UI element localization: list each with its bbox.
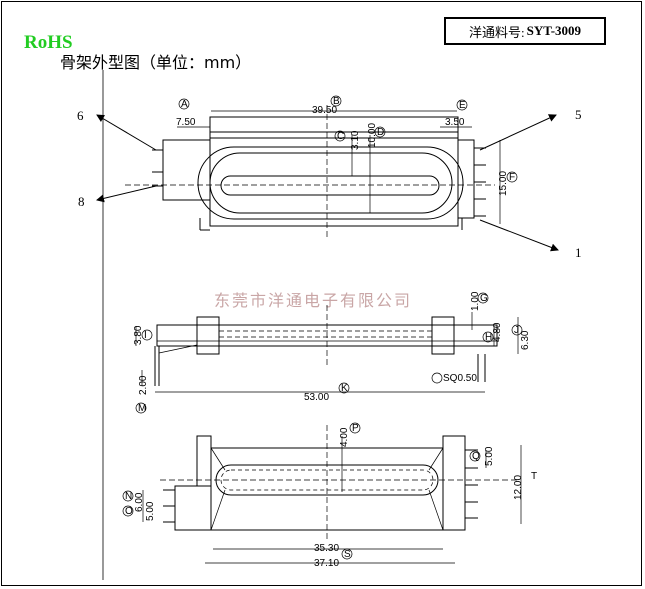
dim-total-height: 6.30 <box>520 330 531 350</box>
side-left-flange <box>196 316 220 355</box>
marker-ring <box>141 329 153 341</box>
top-left-flange <box>162 139 211 201</box>
marker-ring <box>374 126 386 138</box>
marker-f: F <box>509 172 515 183</box>
marker-ring <box>349 422 361 434</box>
top-view <box>96 95 559 252</box>
marker-a: A <box>181 99 188 110</box>
marker-ring <box>506 171 518 183</box>
company-watermark: 东莞市洋通电子有限公司 <box>214 291 413 310</box>
dim-bottom-slot: 4.00 <box>339 427 350 447</box>
marker-c: C <box>337 131 344 142</box>
dim-right-offset: 3.50 <box>445 117 465 128</box>
dim-pitch-left: 6.00 <box>134 492 145 512</box>
dim-side-length: 53.00 <box>304 392 329 403</box>
top-right-flange <box>457 139 475 219</box>
marker-s: S <box>344 549 351 560</box>
bottom-corner <box>210 489 226 531</box>
top-outer-slot <box>197 146 464 220</box>
part-number-label: 洋通料号: <box>468 24 525 40</box>
marker-b: B <box>333 96 340 107</box>
bottom-corner <box>428 447 444 471</box>
dim-pin-square: SQ0.50 <box>443 373 477 384</box>
marker-ring <box>341 548 353 560</box>
rohs-badge: RoHS <box>24 32 73 53</box>
marker-g: G <box>480 293 488 304</box>
pin5-arrow <box>479 114 557 151</box>
dim-inner: 4.80 <box>492 322 503 342</box>
marker-d: D <box>377 127 384 138</box>
dim-span-right: 12.00 <box>513 475 524 500</box>
marker-ring <box>135 402 147 414</box>
dim-length: 39.50 <box>312 105 337 116</box>
dim-slot-d: 10.00 <box>367 123 378 148</box>
part-number-box: 洋通料号: SYT-3009 <box>444 17 606 45</box>
bottom-inner-slot <box>220 469 434 491</box>
side-right-flange <box>431 316 455 355</box>
side-chamfer <box>158 344 198 354</box>
dim-slot-c: 3.10 <box>350 130 361 150</box>
marker-t: T <box>531 471 537 482</box>
pin8-arrow <box>96 185 157 203</box>
drawing-title: 骨架外型图（单位：mm） <box>60 53 252 72</box>
part-number-value: SYT-3009 <box>526 23 582 38</box>
marker-e: E <box>459 100 466 111</box>
marker-ring <box>122 490 134 502</box>
pin-label-8: 8 <box>78 194 85 209</box>
bottom-view-labels: P Q N O S T 4.00 5.00 12.00 6.00 5.00 35… <box>125 423 537 569</box>
bottom-corner <box>428 489 444 531</box>
top-inner-slot <box>220 175 440 196</box>
marker-i: I <box>144 330 147 341</box>
marker-ring <box>469 450 481 462</box>
bottom-corner <box>210 447 226 471</box>
top-view-labels: A B E C D F 7.50 39.50 3.50 3.10 10.00 1… <box>77 96 582 260</box>
marker-ring <box>456 99 468 111</box>
bottom-left-tab <box>196 435 212 487</box>
marker-ring <box>482 331 494 343</box>
dim-pitch-right: 5.00 <box>484 446 495 466</box>
dim-pitch-left-2: 5.00 <box>145 501 156 521</box>
marker-p: P <box>352 423 359 434</box>
pin6-arrow <box>96 114 157 151</box>
marker-ring <box>477 292 489 304</box>
marker-ring <box>431 372 443 384</box>
pin-label-6: 6 <box>77 108 84 123</box>
marker-h: H <box>485 332 492 343</box>
side-view <box>135 292 523 414</box>
dim-left-offset: 7.50 <box>176 117 196 128</box>
marker-m: M <box>138 403 146 414</box>
dim-top-gap: 1.00 <box>470 291 481 311</box>
marker-k: K <box>341 383 348 394</box>
marker-j: J <box>514 325 519 336</box>
marker-o: O <box>125 506 133 517</box>
pin1-arrow <box>479 219 559 252</box>
top-frame <box>209 116 459 133</box>
dim-inner-length: 35.30 <box>314 543 339 554</box>
marker-q: Q <box>472 451 480 462</box>
pin-label-1: 1 <box>575 245 582 260</box>
marker-ring <box>330 95 342 107</box>
marker-ring <box>338 382 350 394</box>
bottom-left-flange <box>174 485 212 531</box>
marker-n: N <box>125 491 132 502</box>
marker-ring <box>178 98 190 110</box>
marker-ring <box>511 324 523 336</box>
dim-flange: 3.80 <box>133 325 144 345</box>
dim-height: 15.00 <box>498 171 509 196</box>
dim-outer-length: 37.10 <box>314 558 339 569</box>
bottom-view <box>122 422 522 564</box>
side-view-labels: G I H J M K 1.00 3.80 4.80 6.30 2.00 53.… <box>133 291 531 414</box>
marker-ring <box>122 505 134 517</box>
top-mid-slot <box>209 152 453 214</box>
marker-ring <box>334 130 346 142</box>
bottom-right-flange <box>442 435 466 531</box>
pin-label-5: 5 <box>575 107 582 122</box>
dim-pin-length: 2.00 <box>138 375 149 395</box>
